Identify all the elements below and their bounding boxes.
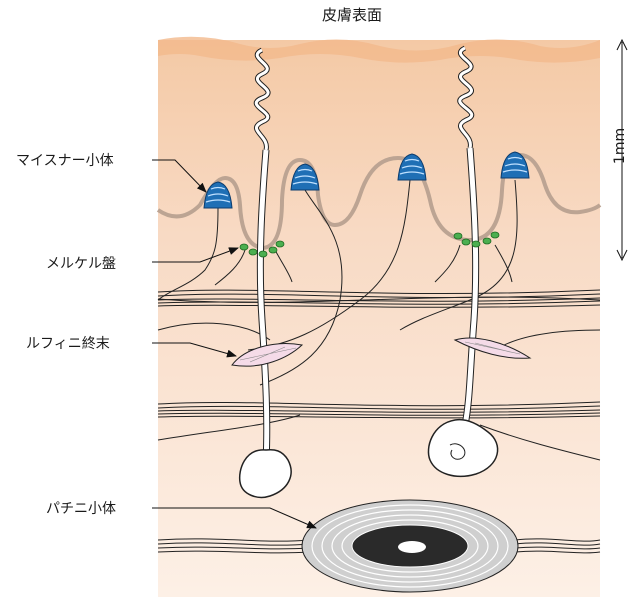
merkel-disc <box>276 241 284 247</box>
merkel-disc <box>249 249 257 255</box>
merkel-disc <box>483 238 491 244</box>
merkel-disc <box>259 251 267 257</box>
merkel-disc <box>491 232 499 238</box>
merkel-disc-label: メルケル盤 <box>46 253 116 273</box>
pacinian-corpuscle <box>302 500 518 592</box>
merkel-disc <box>472 241 480 247</box>
merkel-disc <box>462 239 470 245</box>
merkel-disc <box>454 233 462 239</box>
skin-surface-title: 皮膚表面 <box>322 4 382 25</box>
merkel-disc <box>269 247 277 253</box>
merkel-disc <box>240 244 248 250</box>
ruffini-ending-label: ルフィニ終末 <box>26 333 110 353</box>
scale-label: 1mm <box>612 116 628 176</box>
meissner-corpuscle-label: マイスナー小体 <box>16 150 114 170</box>
pacinian-corpuscle-label: パチニ小体 <box>46 498 116 518</box>
